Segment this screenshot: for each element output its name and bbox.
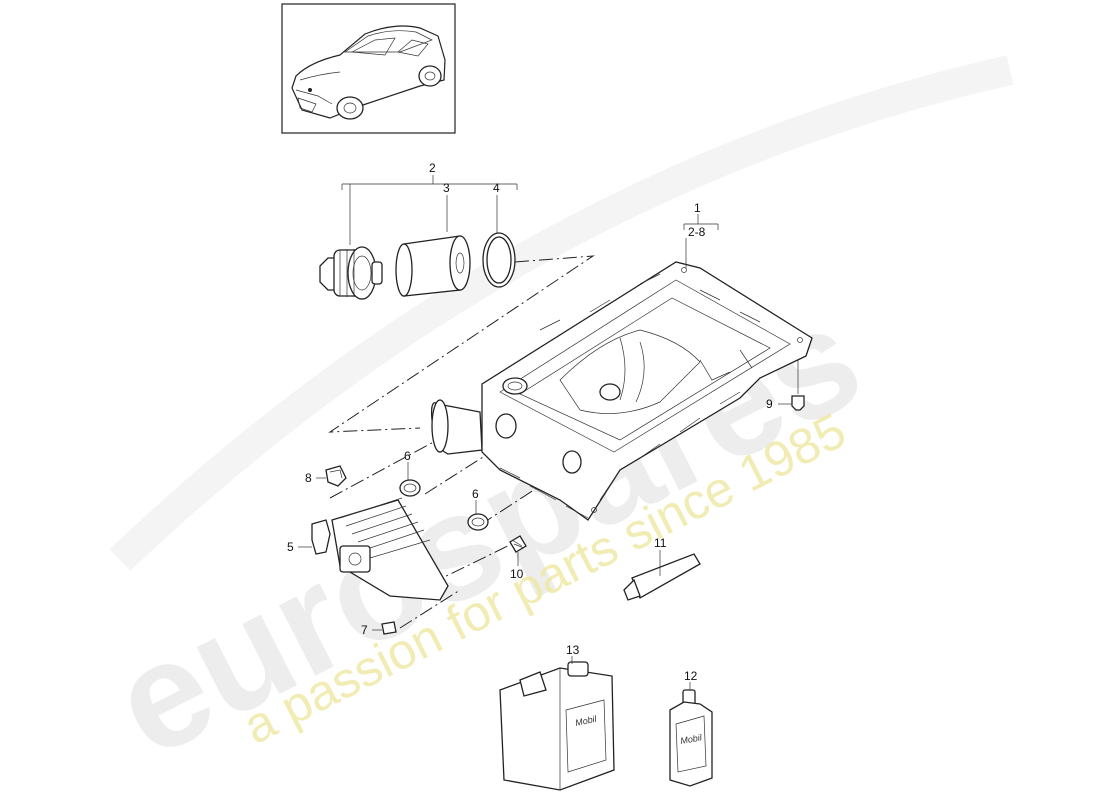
callout-10: 10 [510,567,524,581]
bolt-9 [778,360,805,411]
sump-inner-pan [559,329,701,414]
o-ring [482,232,516,288]
car-thumbnail [281,3,456,134]
car-windows [350,37,429,57]
callout-11: 11 [654,536,667,550]
fitting-10 [509,535,527,566]
callout-13: 13 [566,643,580,657]
callout-4: 4 [493,181,500,195]
callout-6-upper: 6 [404,449,411,463]
seal-ring-6-upper [399,462,421,497]
car-body-outline [291,25,446,119]
sealant-tube [623,550,701,601]
canister-cap [567,661,589,677]
sump-port [502,377,528,395]
oil-cooler [298,497,449,601]
oil-sump [430,261,813,521]
canister-brand: Mobil [574,713,598,727]
callout-7: 7 [361,623,368,637]
callout-bracket-2 [341,175,518,245]
car-grille [297,97,317,113]
bottle-label [675,715,707,773]
canister-handle [519,671,547,697]
clip-8 [316,465,347,487]
car-roof [343,30,433,53]
callout-12: 12 [684,669,698,683]
seal-ring-6-lower [467,500,489,531]
callout-bracket-1 [683,214,719,268]
car-front-wheel [336,96,364,120]
callout-9: 9 [766,397,773,411]
oil-filter-housing [319,246,383,300]
canister-label [565,699,607,773]
oil-canister: Mobil [499,656,615,791]
bolt-7 [372,621,397,635]
filter-element [395,235,471,297]
callout-labels: 2 3 4 1 2-8 9 6 8 6 5 10 11 7 13 12 [287,161,773,683]
callout-8: 8 [305,471,312,485]
sump-flange [499,279,791,453]
bottle-brand: Mobil [680,732,704,746]
car-rear-wheel [418,65,442,87]
callout-1: 1 [694,201,701,215]
callout-2: 2 [429,161,436,175]
callout-3: 3 [443,181,450,195]
callout-5: 5 [287,540,294,554]
callout-1-range: 2-8 [688,225,706,239]
oil-bottle: Mobil [669,682,713,787]
callout-6-lower: 6 [472,487,479,501]
cooler-pipe [311,519,331,555]
watermark-swoosh [109,55,1014,571]
